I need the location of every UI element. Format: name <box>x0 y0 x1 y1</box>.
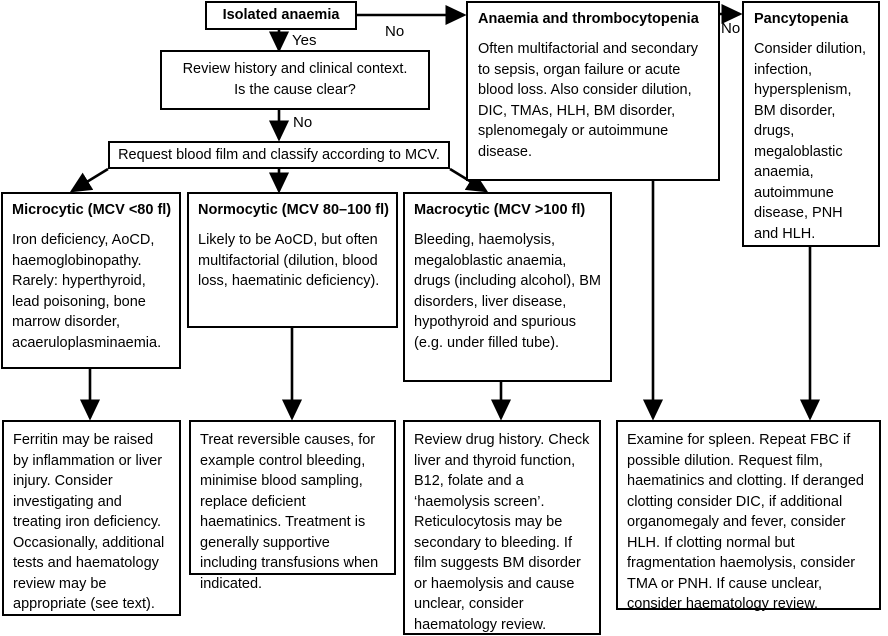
node-microcytic-title: Microcytic (MCV <80 fl) <box>12 202 172 218</box>
node-macrocytic-text: Bleeding, haemolysis, megaloblastic anae… <box>414 232 601 351</box>
node-pancytopenia[interactable]: Pancytopenia Consider dilution, infectio… <box>742 1 880 247</box>
node-microcytic[interactable]: Microcytic (MCV <80 fl) Iron deficiency,… <box>1 192 181 369</box>
node-macrocytic-action-text: Review drug history. Check liver and thy… <box>414 432 590 633</box>
node-cytopenia-action[interactable]: Examine for spleen. Repeat FBC if possib… <box>616 420 881 612</box>
node-normocytic-action[interactable]: Treat reversible causes, for example con… <box>189 420 396 592</box>
node-pancytopenia-text: Consider dilution, infection, hypersplen… <box>754 41 867 242</box>
node-microcytic-text: Iron deficiency, AoCD, haemoglobinopathy… <box>12 232 162 351</box>
node-normocytic-title: Normocytic (MCV 80–100 fl) <box>198 202 389 218</box>
node-request-blood-film-text: Request blood film and classify accordin… <box>118 146 440 163</box>
node-review-history-text: Review history and clinical context. Is … <box>182 61 408 98</box>
edge-label-isolated-to-anaemia: No <box>385 23 405 40</box>
node-macrocytic-action[interactable]: Review drug history. Check liver and thy… <box>403 420 601 635</box>
node-cytopenia-action-text: Examine for spleen. Repeat FBC if possib… <box>627 432 864 612</box>
node-microcytic-action[interactable]: Ferritin may be raised by inflammation o… <box>2 420 181 616</box>
edge-request-to-microcytic <box>69 167 109 193</box>
node-review-history[interactable]: Review history and clinical context. Is … <box>160 50 430 110</box>
node-pancytopenia-title: Pancytopenia <box>754 11 849 27</box>
node-normocytic-text: Likely to be AoCD, but often multifactor… <box>198 232 380 289</box>
node-normocytic-action-text: Treat reversible causes, for example con… <box>200 432 379 592</box>
node-macrocytic-title: Macrocytic (MCV >100 fl) <box>414 202 586 218</box>
edge-label-review-to-request: No <box>293 114 313 131</box>
node-anaemia-thrombocytopenia[interactable]: Anaemia and thrombocytopenia Often multi… <box>466 1 720 181</box>
node-macrocytic[interactable]: Macrocytic (MCV >100 fl) Bleeding, haemo… <box>403 192 612 382</box>
node-microcytic-action-text: Ferritin may be raised by inflammation o… <box>13 432 165 612</box>
node-anaemia-thrombocytopenia-title: Anaemia and thrombocytopenia <box>478 11 699 27</box>
edge-label-anaemia-to-pancytopenia: No <box>721 20 741 37</box>
node-isolated-anaemia[interactable]: Isolated anaemia <box>205 1 357 30</box>
node-anaemia-thrombocytopenia-text: Often multifactorial and secondary to se… <box>478 41 699 160</box>
node-request-blood-film[interactable]: Request blood film and classify accordin… <box>108 141 450 169</box>
node-normocytic[interactable]: Normocytic (MCV 80–100 fl) Likely to be … <box>187 192 398 328</box>
node-isolated-anaemia-title: Isolated anaemia <box>222 7 340 23</box>
edge-label-isolated-to-review: Yes <box>292 32 317 49</box>
